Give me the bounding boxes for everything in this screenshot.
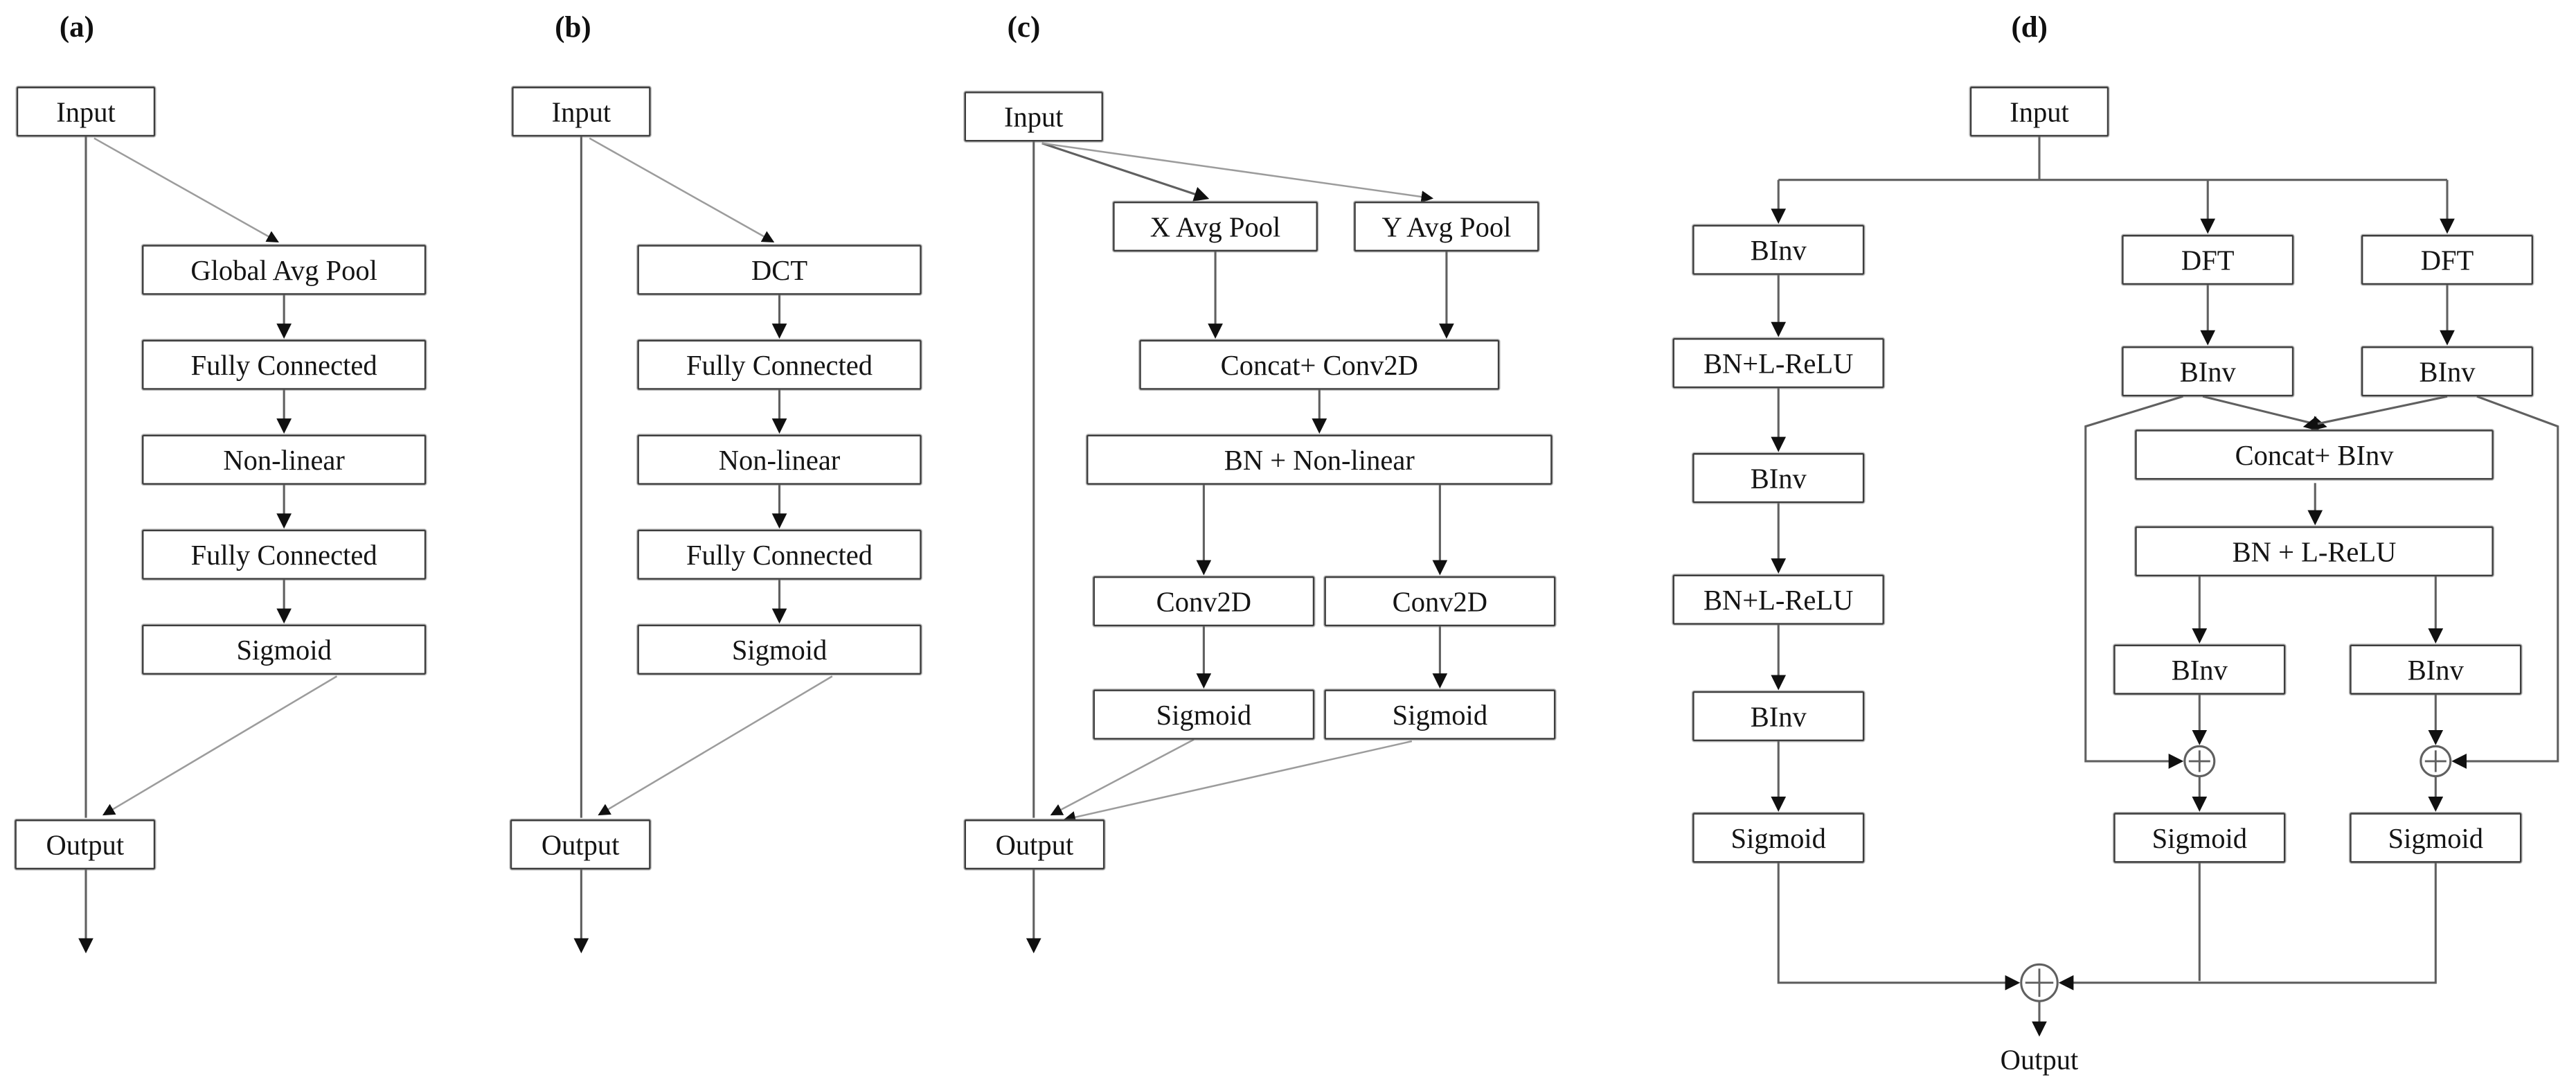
node-d-sigmoid-mid: Sigmoid [2113,813,2286,863]
node-d-sigmoid-left: Sigmoid [1692,813,1865,863]
edge-d [2302,395,2448,432]
node-c-bn-non-linear: BN + Non-linear [1086,434,1553,485]
node-d-dft-right: DFT [2361,235,2533,285]
edge-c [1041,142,1210,202]
node-a-input: Input [16,87,156,137]
node-a-sigmoid: Sigmoid [142,624,427,675]
node-a-global-avg-pool: Global Avg Pool [142,245,427,295]
panel-label-b: (b) [555,10,591,44]
edge-d [2202,395,2327,431]
node-d-binv-mid: BInv [2122,346,2294,397]
node-a-fully-connected-1: Fully Connected [142,339,427,390]
node-b-fully-connected-2: Fully Connected [637,529,922,580]
plus-circle-icon [2020,963,2059,1002]
node-c-sigmoid-right: Sigmoid [1324,689,1556,740]
edge-c [1050,738,1195,816]
edge-b [589,137,775,242]
plus-circle-icon [2420,745,2452,778]
edge-a [102,675,338,816]
node-b-dct: DCT [637,245,922,295]
edge-c [1041,142,1434,203]
panel-label-d: (d) [2011,10,2048,44]
node-d-dft-mid: DFT [2122,235,2294,285]
edge-b [598,675,833,816]
edge-d [1777,862,2021,991]
node-d-binv-branch-right: BInv [2350,644,2522,695]
node-c-conv2d-right: Conv2D [1324,576,1556,627]
edge-a [93,137,279,242]
node-a-output: Output [15,819,156,870]
node-c-input: Input [964,91,1103,142]
edge-d [2058,862,2437,991]
node-d-binv-right: BInv [2361,346,2533,397]
node-d-binv-branch-left: BInv [2113,644,2286,695]
edge-d [2451,395,2559,769]
node-c-conv2d-left: Conv2D [1093,576,1315,627]
node-d-binv-1: BInv [1692,224,1865,275]
node-d-bn-lrelu-main: BN + L-ReLU [2135,526,2494,576]
node-b-output: Output [510,819,651,870]
text-d-output: Output [2000,1044,2079,1076]
node-c-y-avg-pool: Y Avg Pool [1354,201,1539,252]
node-d-bn-lrelu-2: BN+L-ReLU [1672,574,1884,625]
edge-c [1063,740,1413,824]
node-d-binv-2: BInv [1692,453,1865,504]
node-b-non-linear: Non-linear [637,434,922,485]
panel-label-a: (a) [59,10,94,44]
node-c-concat-conv2d: Concat+ Conv2D [1139,339,1500,390]
node-c-sigmoid-left: Sigmoid [1093,689,1315,740]
node-d-concat-binv: Concat+ BInv [2135,429,2494,480]
node-a-fully-connected-2: Fully Connected [142,529,427,580]
edge-d [2084,395,2184,769]
node-b-sigmoid: Sigmoid [637,624,922,675]
node-b-input: Input [512,87,651,137]
node-a-non-linear: Non-linear [142,434,427,485]
node-d-bn-lrelu-1: BN+L-ReLU [1672,338,1884,389]
node-d-sigmoid-right: Sigmoid [2350,813,2522,863]
plus-circle-icon [2183,745,2216,778]
node-b-fully-connected-1: Fully Connected [637,339,922,390]
panel-label-c: (c) [1007,10,1041,44]
node-d-input: Input [1969,87,2109,137]
node-c-x-avg-pool: X Avg Pool [1113,201,1318,252]
node-c-output: Output [964,819,1105,870]
node-d-binv-3: BInv [1692,691,1865,742]
